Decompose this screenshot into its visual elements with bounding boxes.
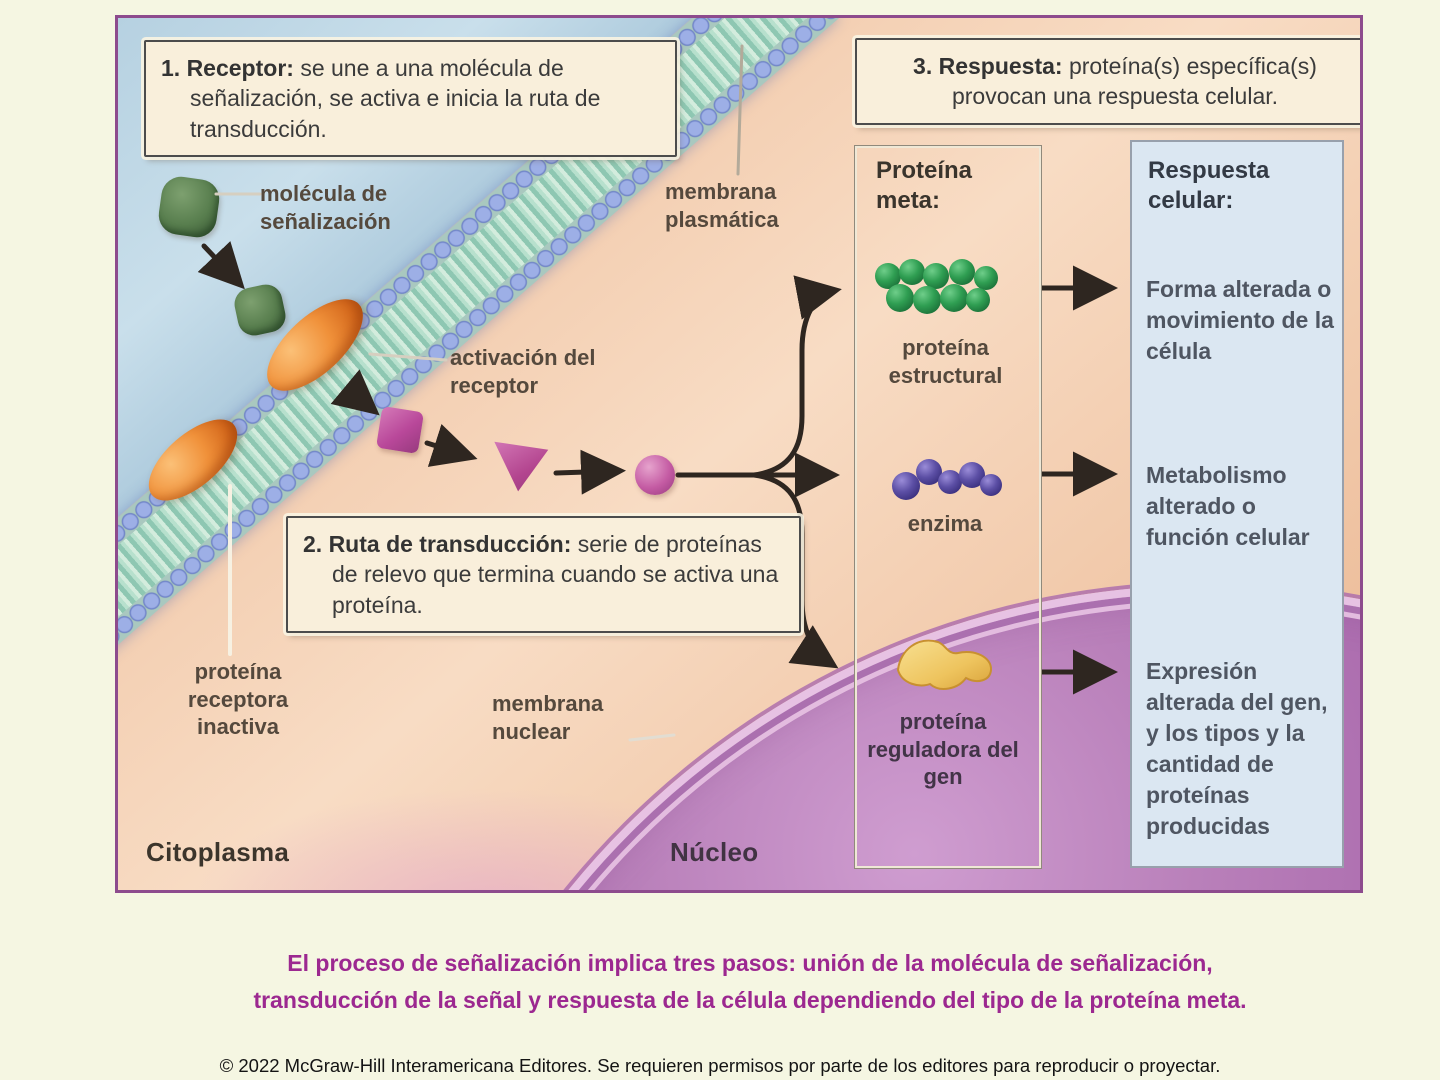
branch-up-arrow [751, 275, 842, 478]
plasma-membrane-label: membrana plasmática [665, 179, 779, 232]
step3-box: 3. Respuesta: proteína(s) específica(s) … [855, 38, 1360, 125]
cellular-response-box [1130, 140, 1344, 868]
triangle-to-circle-arrow [553, 449, 626, 495]
cellular-response-title: Respuesta celular: [1148, 157, 1270, 214]
structural-protein-label: proteína estructural [888, 335, 1003, 388]
target-protein-box [854, 145, 1042, 869]
signal-molecule-icon [156, 174, 222, 240]
response-item-metabolism: Metabolismo alterado o función celular [1146, 462, 1310, 551]
relay-protein-triangle-icon [494, 441, 549, 492]
step2-lead: 2. Ruta de transducción: [303, 531, 572, 557]
receptor-activation-label: activación del receptor [450, 345, 596, 398]
cell-signaling-figure: 1. Receptor: se une a una molécula de se… [115, 15, 1363, 893]
diagram-scene: 1. Receptor: se une a una molécula de se… [118, 18, 1360, 890]
copyright-line: © 2022 McGraw-Hill Interamericana Editor… [219, 1055, 1221, 1076]
enzyme-label: enzima [907, 511, 983, 536]
step1-box: 1. Receptor: se une a una molécula de se… [144, 40, 677, 158]
signal-molecule-label: molécula de señalización [260, 181, 391, 234]
relay-protein-square-icon [375, 405, 425, 455]
nucleus-label: Núcleo [670, 837, 759, 867]
relay-protein-circle-icon [635, 455, 675, 495]
figure-caption: El proceso de señalización implica tres … [253, 950, 1247, 1013]
response-item-structural: Forma alterada o movimiento de la célula [1146, 276, 1334, 365]
square-to-triangle-arrow [424, 423, 478, 467]
step3-lead: 3. Respuesta: [913, 53, 1063, 79]
signal-to-receptor-arrow [197, 241, 245, 290]
cytoplasm-label: Citoplasma [146, 837, 290, 867]
step1-lead: 1. Receptor: [161, 55, 294, 81]
step1-text: se une a una molécula de señalización, s… [190, 55, 601, 142]
step2-text: serie de proteínas de relevo que termina… [332, 531, 779, 618]
step3-text: proteína(s) específica(s) provocan una r… [951, 53, 1317, 110]
response-item-gene-expression: Expresión alterada del gen, y los tipos … [1146, 658, 1328, 840]
inactive-receptor-label: proteína receptora inactiva [187, 659, 289, 739]
target-protein-title: Proteína meta: [876, 157, 973, 214]
gene-regulatory-protein-label: proteína reguladora del gen [867, 709, 1019, 789]
nuclear-membrane-label: membrana nuclear [492, 691, 604, 744]
nuclear-membrane-leader-line [628, 733, 676, 742]
bound-signal-molecule-icon [231, 281, 289, 339]
step2-box: 2. Ruta de transducción: serie de proteí… [286, 516, 801, 634]
